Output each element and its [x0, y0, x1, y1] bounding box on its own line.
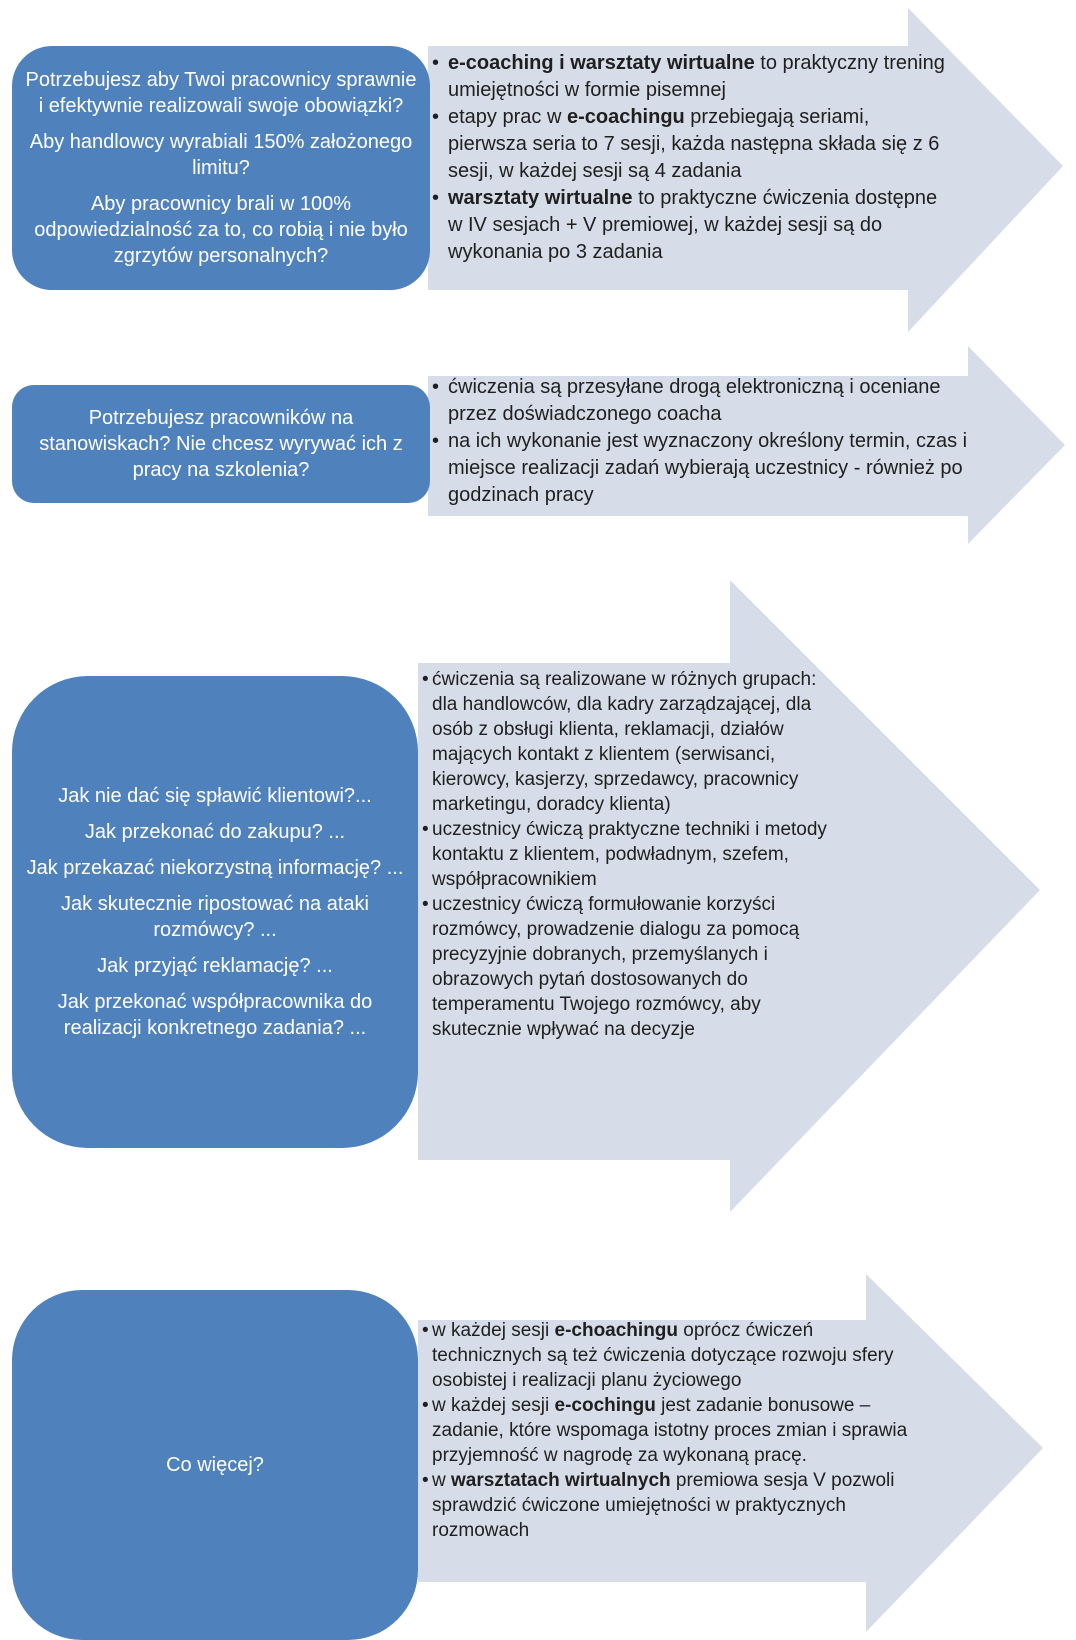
text-segment: na ich wykonanie jest wyznaczony określo… [448, 430, 968, 506]
text-segment: uczestnicy ćwiczą formułowanie korzyści … [432, 894, 800, 1040]
answer-bullets-2: • ćwiczenia są przesyłane drogą elektroni… [432, 374, 992, 509]
arrow-3 [418, 580, 1040, 1212]
answer-bullets-3: •ćwiczenia są realizowane w różnych grup… [422, 667, 842, 1042]
question-text: Co więcej? [166, 1454, 264, 1476]
bullet-marker: • [422, 669, 429, 690]
text-segment: w każdej sesji [432, 1320, 555, 1341]
answer-bullets-4: •w każdej sesji e-choachingu oprócz ćwic… [422, 1318, 922, 1543]
bullet-item: • na ich wykonanie jest wyznaczony określ… [432, 428, 992, 509]
bullet-text: warsztaty wirtualne to praktyczne ćwicze… [448, 185, 952, 266]
bullet-item: •uczestnicy ćwiczą formułowanie korzyści… [422, 892, 842, 1042]
bullet-text: w warsztatach wirtualnych premiowa sesja… [432, 1468, 922, 1543]
text-segment: w [432, 1470, 451, 1491]
arrow-1 [428, 8, 1063, 332]
bullet-marker: • [422, 819, 429, 840]
question-text: Jak przekonać do zakupu? ... [84, 821, 346, 843]
text-segment: to praktyczne ćwiczenia dostępne w IV se… [448, 187, 938, 263]
bold-term: e-choachingu [554, 1320, 679, 1341]
question-text: Jak nie dać się spławić klientowi?... [58, 785, 372, 807]
question-text: Potrzebujesz aby Twoi pracownicy sprawni… [25, 69, 417, 117]
bullet-item: •uczestnicy ćwiczą praktyczne techniki i… [422, 817, 842, 892]
question-text: Aby handlowcy wyrabiali 150% założonego … [29, 131, 413, 179]
question-box-2: Potrzebujesz pracowników na stanowiskach… [12, 385, 430, 503]
answer-bullets-1: • e-coaching i warsztaty wirtualne to pra… [432, 50, 952, 266]
bullet-text: e-coaching i warsztaty wirtualne to prak… [448, 50, 952, 104]
bullet-marker: • [422, 1320, 429, 1341]
bullet-text: w każdej sesji e-cochingu jest zadanie b… [432, 1393, 922, 1468]
bullet-text: ćwiczenia są realizowane w różnych grupa… [432, 667, 842, 817]
bullet-text: etapy prac w e-coachingu przebiegają ser… [448, 104, 952, 185]
bullet-marker: • [432, 430, 440, 452]
bullet-marker: • [422, 894, 429, 915]
question-box-4: Co więcej? [12, 1290, 418, 1640]
arrow-4 [418, 1274, 1043, 1632]
bullet-marker: • [422, 1470, 429, 1491]
question-box-3: Jak nie dać się spławić klientowi?... Jak… [12, 676, 418, 1148]
text-segment: ćwiczenia są przesyłane drogą elektronic… [448, 376, 941, 425]
text-segment: w każdej sesji [432, 1395, 555, 1416]
question-text: Jak skutecznie ripostować na ataki rozmó… [61, 893, 369, 941]
bold-term: warsztaty wirtualne [448, 187, 633, 209]
question-text: Potrzebujesz pracowników na stanowiskach… [39, 407, 403, 481]
question-text: Aby pracownicy brali w 100% odpowiedzial… [34, 193, 408, 267]
bullet-marker: • [432, 52, 440, 74]
bullet-item: • e-coaching i warsztaty wirtualne to pra… [432, 50, 952, 104]
bullet-marker: • [432, 187, 440, 209]
question-text: Jak przyjąć reklamację? ... [97, 955, 333, 977]
question-text: Jak przekonać współpracownika do realiza… [57, 991, 373, 1039]
bullet-marker: • [432, 106, 440, 128]
arrow-2 [428, 346, 1065, 544]
text-segment: to praktyczny trening umiejętności w for… [448, 52, 945, 101]
bold-term: e-coaching i warsztaty wirtualne [448, 52, 755, 74]
text-segment: przebiegają seriami, pierwsza seria to 7… [448, 106, 940, 182]
bold-term: e-cochingu [554, 1395, 656, 1416]
text-segment: premiowa sesja V pozwoli sprawdzić ćwicz… [432, 1470, 895, 1541]
bold-term: warsztatach wirtualnych [451, 1470, 671, 1491]
bullet-item: •w każdej sesji e-cochingu jest zadanie … [422, 1393, 922, 1468]
bullet-text: na ich wykonanie jest wyznaczony określo… [448, 428, 992, 509]
bullet-text: ćwiczenia są przesyłane drogą elektronic… [448, 374, 992, 428]
question-box-1: Potrzebujesz aby Twoi pracownicy sprawni… [12, 46, 430, 290]
text-segment: ćwiczenia są realizowane w różnych grupa… [432, 669, 817, 815]
text-segment: uczestnicy ćwiczą praktyczne techniki i … [432, 819, 827, 890]
question-text: Jak przekazać niekorzystną informację? .… [26, 857, 404, 879]
bullet-text: w każdej sesji e-choachingu oprócz ćwicz… [432, 1318, 922, 1393]
bullet-marker: • [432, 376, 440, 398]
text-segment: etapy prac w [448, 106, 567, 128]
bullet-marker: • [422, 1395, 429, 1416]
bullet-item: • etapy prac w e-coachingu przebiegają se… [432, 104, 952, 185]
bullet-item: • ćwiczenia są przesyłane drogą elektroni… [432, 374, 992, 428]
bullet-item: • warsztaty wirtualne to praktyczne ćwicz… [432, 185, 952, 266]
bullet-item: •ćwiczenia są realizowane w różnych grup… [422, 667, 842, 817]
bullet-item: •w każdej sesji e-choachingu oprócz ćwic… [422, 1318, 922, 1393]
bullet-item: •w warsztatach wirtualnych premiowa sesj… [422, 1468, 922, 1543]
bullet-text: uczestnicy ćwiczą praktyczne techniki i … [432, 817, 842, 892]
bullet-text: uczestnicy ćwiczą formułowanie korzyści … [432, 892, 842, 1042]
text-segment: jest zadanie bonusowe – zadanie, które w… [432, 1395, 908, 1466]
bold-term: e-coachingu [566, 106, 685, 128]
text-segment: oprócz ćwiczeń technicznych są też ćwicz… [432, 1320, 894, 1391]
